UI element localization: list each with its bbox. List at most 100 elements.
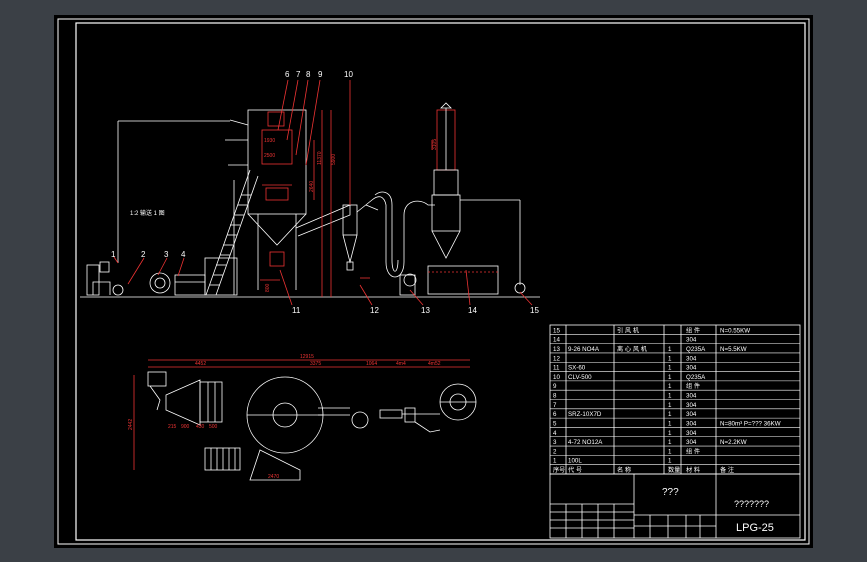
scrubber-tower: [427, 102, 499, 295]
bom-cell-mat: 组 件: [686, 382, 700, 390]
bom-cell-mat: 组 件: [686, 447, 700, 455]
dim-plan-top-1: 4452: [195, 361, 206, 367]
bom-cell-code: 代 号: [568, 466, 582, 474]
bom-cell-mat: 304: [686, 337, 697, 344]
callout-7: 3: [164, 250, 169, 259]
dim-elev-5: 3105: [432, 139, 438, 150]
bom-cell-no: 14: [553, 337, 560, 344]
bom-cell-qty: 1: [668, 365, 672, 372]
bom-cell-mat: 304: [686, 355, 697, 362]
dim-plan-top-0: 12915: [300, 354, 314, 360]
bom-cell-qty: 1: [668, 458, 672, 465]
bom-cell-qty: 1: [668, 420, 672, 427]
dim-plan-bottom-3: 500: [209, 424, 218, 430]
bom-cell-qty: 1: [668, 439, 672, 446]
sheet-outer-border: [57, 18, 810, 545]
bom-cell-no: 9: [553, 383, 557, 390]
bom-cell-mat: 304: [686, 439, 697, 446]
cyclone-separator: [342, 191, 405, 278]
bom-cell-qty: 1: [668, 393, 672, 400]
bom-cell-no: 序号: [553, 466, 565, 474]
bom-cell-note: N=80m³ P=??? 36KW: [720, 420, 781, 427]
bom-cell-note: N=2.2KW: [720, 439, 747, 446]
callout-0: 6: [285, 70, 290, 79]
blower-wheel: [149, 272, 171, 294]
drying-tower: [225, 109, 307, 290]
dim-elev-4: 2500: [264, 153, 275, 159]
bom-cell-qty: 数量: [668, 466, 680, 474]
staircase: [204, 169, 259, 296]
dim-plan-top-2: 3375: [310, 361, 321, 367]
elevation-label: 1:2 输送 1 图: [130, 209, 165, 217]
bom-cell-mat: 材 料: [686, 466, 700, 474]
title-block: [549, 473, 801, 539]
bom-cell-name: 名 称: [617, 466, 631, 474]
bom-cell-qty: 1: [668, 402, 672, 409]
bom-cell-note: 备 注: [720, 466, 734, 474]
dim-plan-bottom-1: 900: [181, 424, 190, 430]
dim-plan-bottom-2: 430: [196, 424, 205, 430]
callout-11: 13: [421, 306, 430, 315]
bom-cell-no: 15: [553, 327, 560, 334]
bom-cell-qty: 1: [668, 383, 672, 390]
callout-5: 1: [111, 250, 116, 259]
bom-cell-qty: 1: [668, 355, 672, 362]
bom-cell-no: 8: [553, 393, 557, 400]
elevation-dim-texts: 11370 2640 5900 1930 2500 3105 800: [264, 138, 438, 292]
callout-4: 10: [344, 70, 353, 79]
callout-leaders: [113, 79, 533, 306]
dim-elev-3: 1930: [264, 138, 275, 144]
callout-1: 7: [296, 70, 301, 79]
bom-cell-no: 3: [553, 439, 557, 446]
dim-plan-total: 2470: [268, 474, 279, 480]
callout-3: 9: [318, 70, 323, 79]
bom-cell-mat: 304: [686, 420, 697, 427]
callout-8: 4: [181, 250, 186, 259]
plan-dim-texts: 12915 4452 3375 1064 4m4 4m52 215 900 43…: [128, 354, 441, 480]
bom-cell-no: 4: [553, 430, 557, 437]
bom-cell-name: 离 心 风 机: [617, 345, 648, 353]
sheet-background: [54, 15, 813, 548]
dim-plan-top-3: 1064: [366, 361, 377, 367]
bom-cell-no: 5: [553, 420, 557, 427]
callout-2: 8: [306, 70, 311, 79]
bom-cell-no: 11: [553, 365, 560, 372]
bom-cell-mat: 304: [686, 393, 697, 400]
bom-cell-no: 7: [553, 402, 557, 409]
bom-cell-mat: 304: [686, 365, 697, 372]
dim-elev-6: 800: [265, 283, 271, 292]
bom-cell-note: N=5.5KW: [720, 346, 747, 353]
bom-cell-mat: Q235A: [686, 374, 706, 381]
bom-cell-no: 2: [553, 448, 557, 455]
bom-cell-no: 13: [553, 346, 560, 353]
bom-cell-note: N=0.55KW: [720, 327, 750, 334]
callout-12: 14: [468, 306, 477, 315]
bom-cell-no: 12: [553, 355, 560, 362]
bom-cell-code: SRZ-10X7D: [568, 411, 602, 418]
bom-cell-code: 9-26 NO4A: [568, 346, 600, 353]
bom-cell-qty: 1: [668, 448, 672, 455]
sheet-inner-border: [75, 22, 806, 541]
dim-elev-2: 5900: [331, 154, 337, 165]
bom-cell-no: 10: [553, 374, 560, 381]
callout-labels: 6 7 8 9 10 1 2 3 4 11 12 13 14 15: [111, 70, 539, 315]
dim-elev-0: 11370: [317, 151, 323, 165]
bom-cell-mat: 304: [686, 411, 697, 418]
elevation-view: [80, 102, 540, 298]
elevation-dimensions: [260, 110, 433, 297]
dim-plan-top-4: 4m4: [396, 361, 406, 367]
bom-cell-name: 引 风 机: [617, 326, 640, 334]
bom-cell-code: CLV-500: [568, 374, 592, 381]
callout-6: 2: [141, 250, 146, 259]
bom-cell-mat: 304: [686, 430, 697, 437]
callout-10: 12: [370, 306, 379, 315]
bom-cell-code: 4-72 NO12A: [568, 439, 603, 446]
bom-cell-mat: Q235A: [686, 346, 706, 353]
dim-plan-top-5: 4m52: [428, 361, 441, 367]
bom-cell-qty: 1: [668, 411, 672, 418]
bom-cell-mat: 304: [686, 402, 697, 409]
company-name: ???????: [734, 499, 769, 509]
bom-cell-mat: 组 件: [686, 326, 700, 334]
